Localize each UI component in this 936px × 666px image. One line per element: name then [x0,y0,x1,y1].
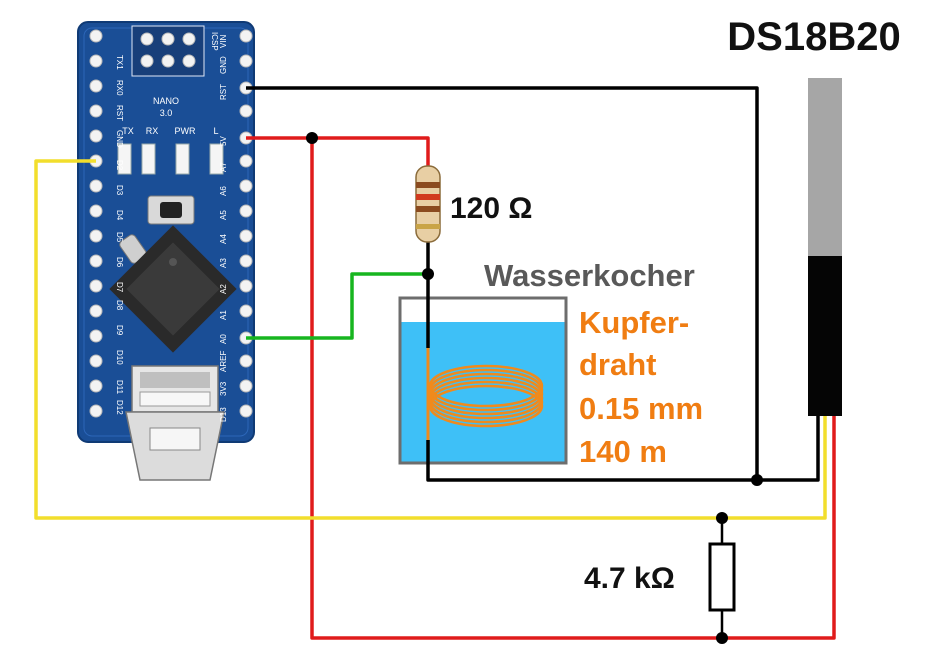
svg-text:RX0: RX0 [115,80,124,96]
svg-text:GND: GND [115,130,124,148]
gnd-wire [246,86,759,480]
icsp-label: ICSP [210,32,219,51]
svg-text:D13: D13 [219,407,228,422]
coil-label-line3: 0.15 mm [579,391,703,426]
svg-text:D2: D2 [115,160,124,171]
left-pin-labels: TX1 RX0 RST GND D2 D3 D4 D5 D6 D7 D8 D9 … [115,55,124,415]
sense-wire [246,272,428,340]
atmega-chip [109,225,237,353]
svg-text:A4: A4 [219,234,228,244]
led-label-pwr: PWR [175,126,196,136]
data-wire [34,159,827,520]
kettle-outline [398,296,568,465]
svg-text:D10: D10 [115,350,124,365]
svg-text:A7: A7 [219,162,228,172]
left-pin-header [89,29,103,418]
wires [34,86,836,640]
resistor-120 [415,165,441,243]
svg-text:D7: D7 [115,282,124,293]
svg-text:D6: D6 [115,257,124,268]
resistor-120-label: 120 Ω [450,192,532,225]
svg-text:D5: D5 [115,232,124,243]
svg-text:D8: D8 [115,300,124,311]
junction-dots [306,132,763,644]
gnd-wire-coil [426,416,820,482]
svg-text:5V: 5V [219,136,228,146]
svg-text:RST: RST [115,105,124,121]
resistor-4k7-label: 4.7 kΩ [584,562,675,595]
svg-text:TX1: TX1 [115,55,124,70]
svg-text:A5: A5 [219,210,228,220]
svg-text:D12: D12 [115,400,124,415]
svg-text:A1: A1 [219,310,228,320]
title: DS18B20 [727,15,900,59]
reset-button [147,195,195,225]
probe-sleeve [808,78,842,256]
icsp-header: ICSP [131,25,219,77]
svg-text:A2: A2 [219,284,228,294]
kettle-label: Wasserkocher [484,258,695,293]
svg-text:GND: GND [219,56,228,74]
coil-label-line2: draht [579,347,657,382]
svg-text:D9: D9 [115,325,124,336]
coil-label-line4: 140 m [579,434,667,469]
svg-text:A6: A6 [219,186,228,196]
right-pin-header [239,29,253,418]
vcc-wire-down [310,138,836,640]
board-leds [117,143,224,175]
led-label-tx: TX [122,126,134,136]
svg-text:A3: A3 [219,258,228,268]
svg-text:VIN: VIN [219,34,228,48]
coil-label-line1: Kupfer- [579,305,689,340]
right-pin-labels: VIN GND RST 5V A7 A6 A5 A4 A3 A2 A1 A0 A… [219,34,228,422]
led-label-l: L [213,126,218,136]
led-label-rx: RX [146,126,159,136]
svg-text:RST: RST [219,84,228,100]
svg-text:D11: D11 [115,380,124,395]
copper-coil [426,348,544,460]
svg-text:D3: D3 [115,185,124,196]
probe-cable [808,256,842,416]
svg-text:3V3: 3V3 [219,381,228,396]
board-version: 3.0 [160,108,173,118]
svg-text:AREF: AREF [219,351,228,372]
vcc-wire [246,136,430,168]
usb-connector [125,365,225,481]
resistor-4k7 [708,542,736,612]
svg-text:A0: A0 [219,334,228,344]
ds18b20-probe [808,78,842,416]
board-name: NANO [153,96,179,106]
arduino-nano-board: ICSP NANO 3.0 TX RX PWR L [77,21,255,481]
svg-text:D4: D4 [115,210,124,221]
